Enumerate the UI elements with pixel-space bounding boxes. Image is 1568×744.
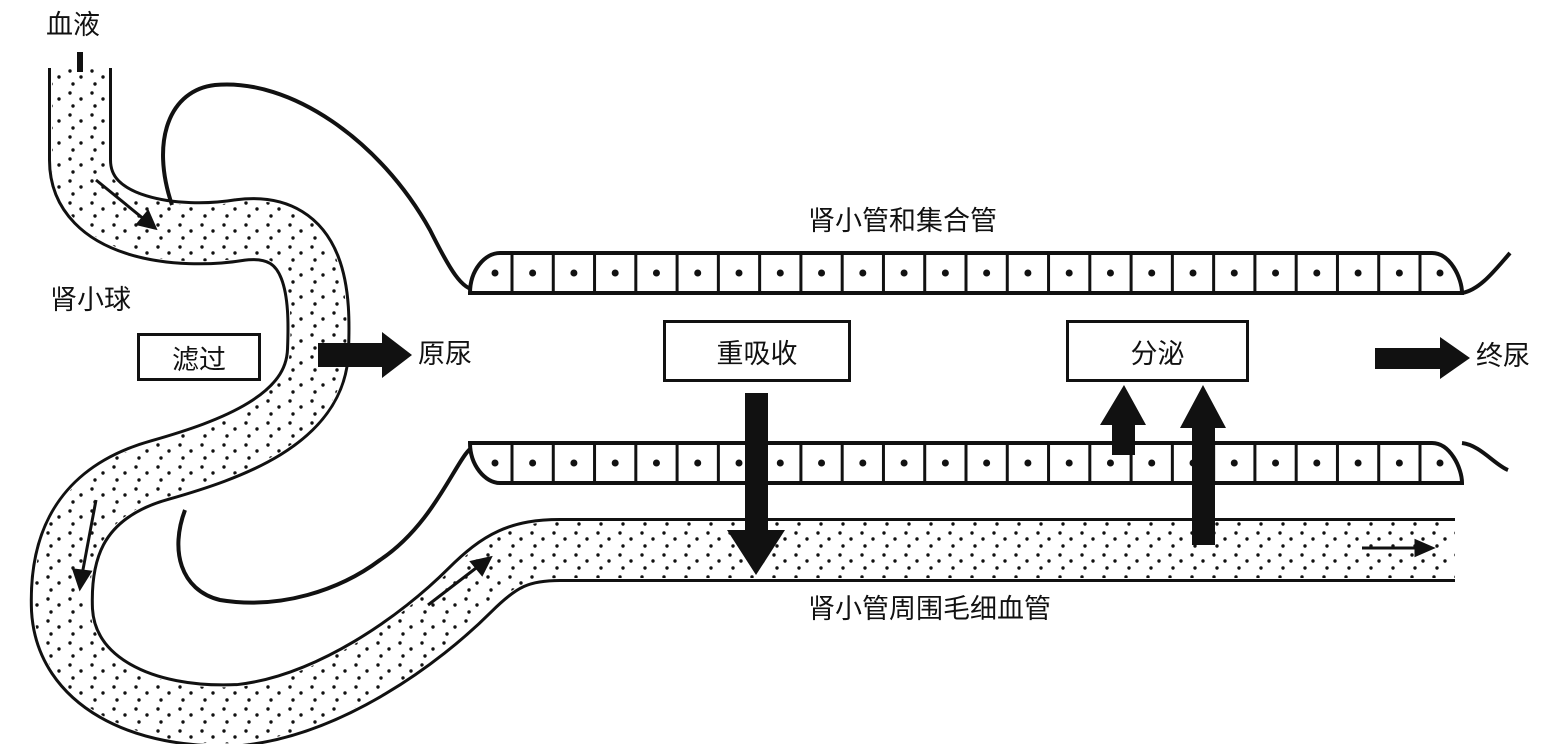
primary-urine-label: 原尿 — [418, 339, 472, 370]
blood-label: 血液 — [46, 10, 100, 41]
cell-nucleus — [611, 269, 619, 277]
cell-nucleus — [1354, 459, 1362, 467]
cell-nucleus — [776, 459, 784, 467]
capillary-label: 肾小管周围毛细血管 — [808, 594, 1051, 625]
cell-nucleus — [1395, 269, 1403, 277]
cell-nucleus — [529, 459, 537, 467]
glomerulus-label: 肾小球 — [50, 285, 131, 316]
lower-tubule-wall — [467, 441, 1509, 485]
cell-nucleus — [1436, 269, 1444, 277]
cell-nucleus — [1436, 459, 1444, 467]
cell-nucleus — [529, 269, 537, 277]
cell-nucleus — [1272, 459, 1280, 467]
cell-nucleus — [818, 269, 826, 277]
cell-nucleus — [1065, 269, 1073, 277]
cell-nucleus — [491, 459, 499, 467]
flow-arrow-4 — [1362, 538, 1436, 558]
tubule-duct-label: 肾小管和集合管 — [808, 206, 997, 237]
final-urine-arrow — [1375, 337, 1470, 379]
cell-nucleus — [1106, 459, 1114, 467]
cell-nucleus — [1313, 269, 1321, 277]
secretion-box: 分泌 — [1066, 320, 1249, 382]
cell-nucleus — [570, 459, 578, 467]
bowman-capsule — [161, 82, 477, 292]
cell-nucleus — [652, 459, 660, 467]
bowman-capsule-lower — [176, 444, 477, 605]
lower-cells — [491, 443, 1444, 483]
cell-nucleus — [491, 269, 499, 277]
cell-nucleus — [983, 269, 991, 277]
glomerular-vessel — [29, 40, 1495, 744]
cell-nucleus — [1395, 459, 1403, 467]
upper-cells — [491, 253, 1444, 293]
cell-nucleus — [859, 269, 867, 277]
cell-nucleus — [694, 269, 702, 277]
flow-arrows — [71, 178, 1436, 607]
cell-nucleus — [1024, 459, 1032, 467]
cell-nucleus — [1024, 269, 1032, 277]
cell-nucleus — [1189, 269, 1197, 277]
reabsorption-box: 重吸收 — [663, 320, 851, 382]
cell-nucleus — [652, 269, 660, 277]
cell-nucleus — [983, 459, 991, 467]
cell-nucleus — [1148, 459, 1156, 467]
filtration-box: 滤过 — [137, 333, 261, 381]
cell-nucleus — [1354, 269, 1362, 277]
cell-nucleus — [818, 459, 826, 467]
cell-nucleus — [611, 459, 619, 467]
secretion-arrow-small — [1100, 385, 1146, 455]
primary-urine-arrow — [318, 332, 412, 378]
secretion-arrow-large — [1180, 385, 1226, 545]
cell-nucleus — [1230, 459, 1238, 467]
flow-arrow-3 — [427, 555, 493, 607]
cell-nucleus — [1065, 459, 1073, 467]
cell-nucleus — [1313, 459, 1321, 467]
cell-nucleus — [570, 269, 578, 277]
cell-nucleus — [859, 459, 867, 467]
cell-nucleus — [1148, 269, 1156, 277]
cell-nucleus — [1272, 269, 1280, 277]
reabsorption-arrow — [727, 393, 785, 575]
flow-arrow-2 — [71, 499, 98, 592]
cell-nucleus — [900, 269, 908, 277]
cell-nucleus — [941, 459, 949, 467]
final-urine-label: 终尿 — [1476, 341, 1530, 372]
flow-arrow-1 — [95, 178, 158, 231]
cell-nucleus — [776, 269, 784, 277]
cell-nucleus — [941, 269, 949, 277]
cell-nucleus — [735, 459, 743, 467]
cell-nucleus — [1106, 269, 1114, 277]
cell-nucleus — [900, 459, 908, 467]
cell-nucleus — [1230, 269, 1238, 277]
cell-nucleus — [735, 269, 743, 277]
cell-nucleus — [694, 459, 702, 467]
upper-tubule-wall — [467, 251, 1512, 295]
